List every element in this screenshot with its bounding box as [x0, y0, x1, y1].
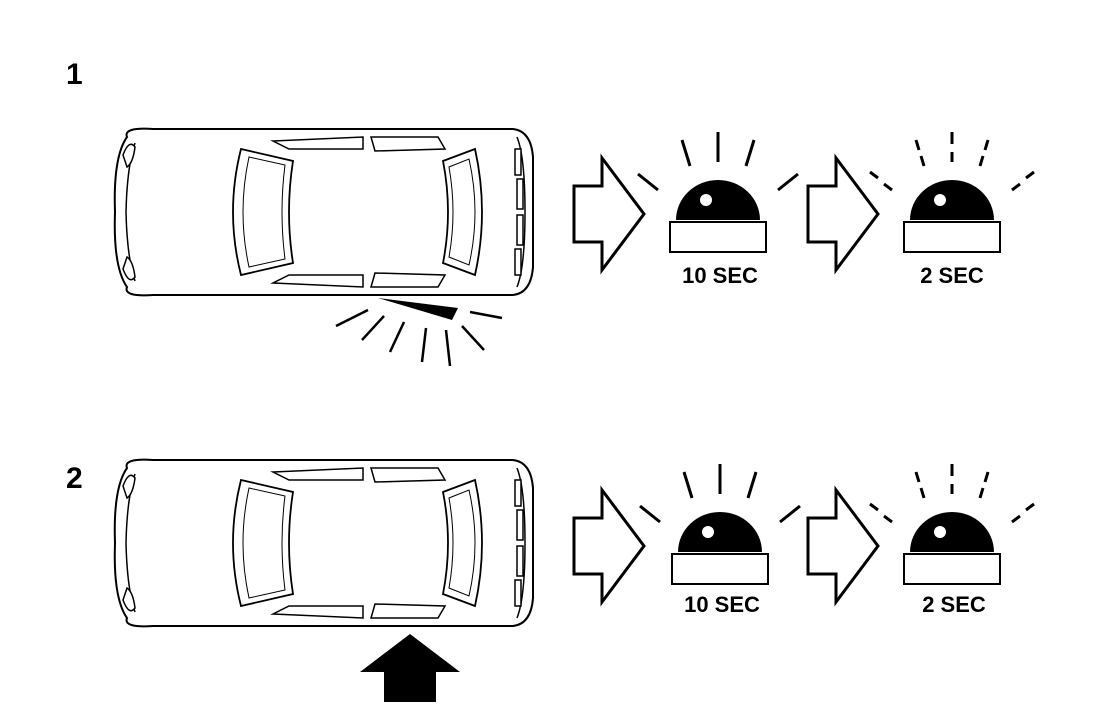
- beacon-2sec: 2 SEC: [868, 462, 1036, 617]
- beacon-2sec-label: 2 SEC: [922, 592, 986, 617]
- up-arrow-icon: [360, 634, 460, 702]
- step-1-number: 1: [66, 58, 83, 91]
- door-open-light-icon: [335, 298, 503, 367]
- right-arrow-icon: [806, 156, 880, 272]
- beacon-light-icon: [903, 179, 1001, 253]
- step-2-row: 10 SEC 2 SEC: [113, 458, 1036, 702]
- beacon-light-icon: [671, 511, 769, 585]
- step-2-number: 2: [66, 462, 83, 495]
- beacon-10sec: 10 SEC: [638, 462, 802, 617]
- right-arrow-icon: [572, 156, 646, 272]
- beacon-10sec-label: 10 SEC: [684, 592, 760, 617]
- right-arrow-icon: [806, 488, 880, 604]
- beacon-light-icon: [903, 511, 1001, 585]
- car-icon: [113, 127, 534, 297]
- beacon-10sec: 10 SEC: [636, 130, 800, 288]
- step-1-row: 10 SEC 2 SEC: [113, 127, 1036, 367]
- beacon-10sec-label: 10 SEC: [682, 263, 758, 288]
- car-icon: [113, 458, 534, 628]
- beacon-2sec: 2 SEC: [868, 130, 1036, 288]
- right-arrow-icon: [572, 488, 646, 604]
- beacon-2sec-label: 2 SEC: [920, 263, 984, 288]
- beacon-light-icon: [669, 179, 767, 253]
